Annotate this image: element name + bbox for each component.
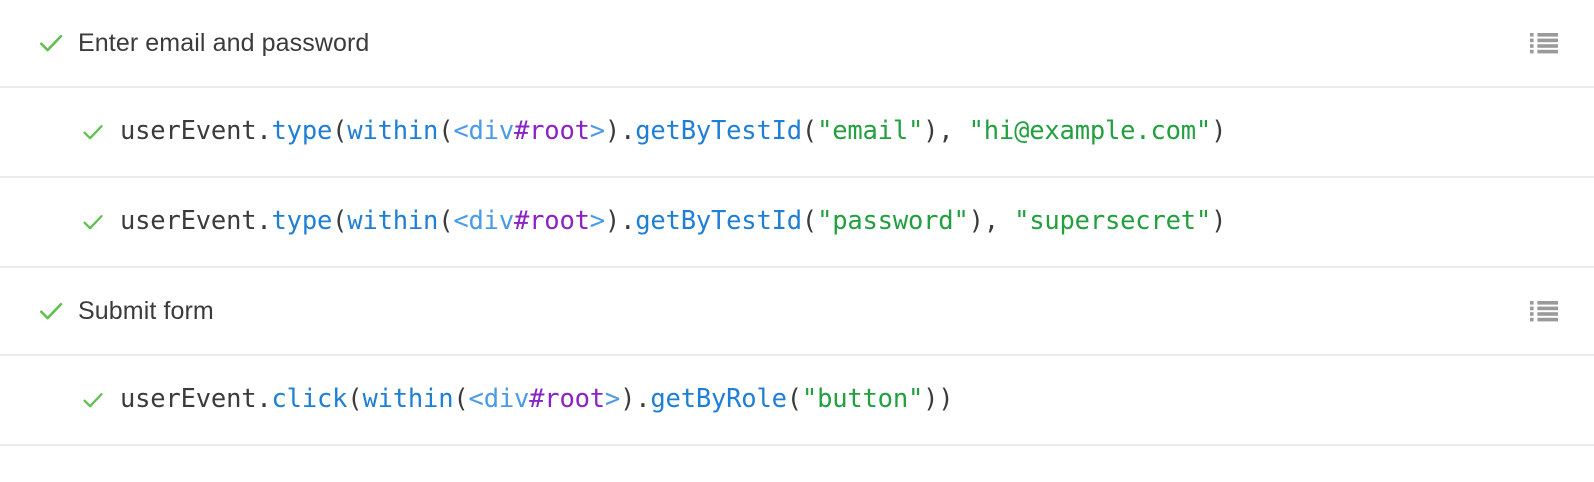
code-token-plain: userEvent.: [120, 384, 272, 415]
check-icon: [36, 28, 66, 58]
code-token-plain: (: [438, 206, 454, 237]
step-command-row[interactable]: userEvent.click(within(<div#root>).getBy…: [0, 356, 1594, 446]
step-group-label: Enter email and password: [78, 28, 370, 57]
code-token-plain: ).: [604, 116, 636, 147]
code-token-fn: within: [362, 384, 454, 415]
code-token-plain: )): [923, 384, 954, 415]
code-token-string: "email": [817, 116, 924, 147]
code-token-string: "hi@example.com": [968, 116, 1212, 147]
code-token-id: #root: [514, 206, 590, 237]
code-token-tag: >: [589, 116, 605, 147]
code-token-id: #root: [529, 384, 605, 415]
code-token-plain: ).: [604, 206, 636, 237]
step-group-label: Submit form: [78, 296, 214, 325]
step-command-code: userEvent.click(within(<div#root>).getBy…: [120, 384, 954, 415]
code-token-plain: (: [347, 384, 363, 415]
code-token-id: #root: [514, 116, 590, 147]
list-icon[interactable]: [1530, 300, 1558, 322]
step-command-row[interactable]: userEvent.type(within(<div#root>).getByT…: [0, 178, 1594, 268]
code-token-string: "button": [801, 384, 924, 415]
list-icon[interactable]: [1530, 32, 1558, 54]
code-token-tag: >: [604, 384, 621, 415]
code-token-plain: (: [801, 206, 818, 237]
code-token-fn: getByTestId: [635, 116, 802, 147]
code-token-plain: ): [1211, 206, 1227, 237]
code-token-fn: getByTestId: [635, 206, 802, 237]
code-token-tag: >: [589, 206, 605, 237]
code-token-tag: div: [483, 384, 530, 415]
code-token-fn: click: [271, 384, 348, 415]
code-token-plain: ),: [923, 116, 969, 147]
code-token-fn: getByRole: [650, 384, 787, 415]
code-token-tag: <: [453, 116, 469, 147]
code-token-plain: ): [1211, 116, 1227, 147]
code-token-fn: type: [271, 206, 333, 237]
code-token-fn: within: [347, 206, 439, 237]
code-token-string: "password": [817, 206, 969, 237]
code-token-plain: (: [332, 116, 348, 147]
code-token-plain: ),: [968, 206, 1015, 237]
check-icon: [80, 387, 106, 413]
code-token-fn: type: [271, 116, 333, 147]
code-token-plain: userEvent.: [120, 116, 272, 147]
code-token-plain: (: [332, 206, 348, 237]
check-icon: [80, 209, 106, 235]
check-icon: [36, 296, 66, 326]
step-command-row[interactable]: userEvent.type(within(<div#root>).getByT…: [0, 88, 1594, 178]
code-token-plain: (: [801, 116, 818, 147]
code-token-plain: (: [438, 116, 454, 147]
check-icon: [80, 119, 106, 145]
step-command-code: userEvent.type(within(<div#root>).getByT…: [120, 209, 1226, 235]
code-token-tag: div: [468, 206, 515, 237]
list-bottom-spacer: [0, 446, 1594, 481]
code-token-plain: (: [786, 384, 802, 415]
code-token-tag: <: [468, 384, 484, 415]
code-token-plain: (: [453, 384, 469, 415]
code-token-plain: ).: [620, 384, 651, 415]
code-token-tag: <: [453, 206, 469, 237]
code-token-fn: within: [347, 116, 439, 147]
step-command-code: userEvent.type(within(<div#root>).getByT…: [120, 119, 1226, 145]
code-token-string: "supersecret": [1014, 206, 1212, 237]
step-group-row[interactable]: Submit form: [0, 268, 1594, 356]
step-group-row[interactable]: Enter email and password: [0, 0, 1594, 88]
code-token-plain: userEvent.: [120, 206, 272, 237]
code-token-tag: div: [468, 116, 515, 147]
